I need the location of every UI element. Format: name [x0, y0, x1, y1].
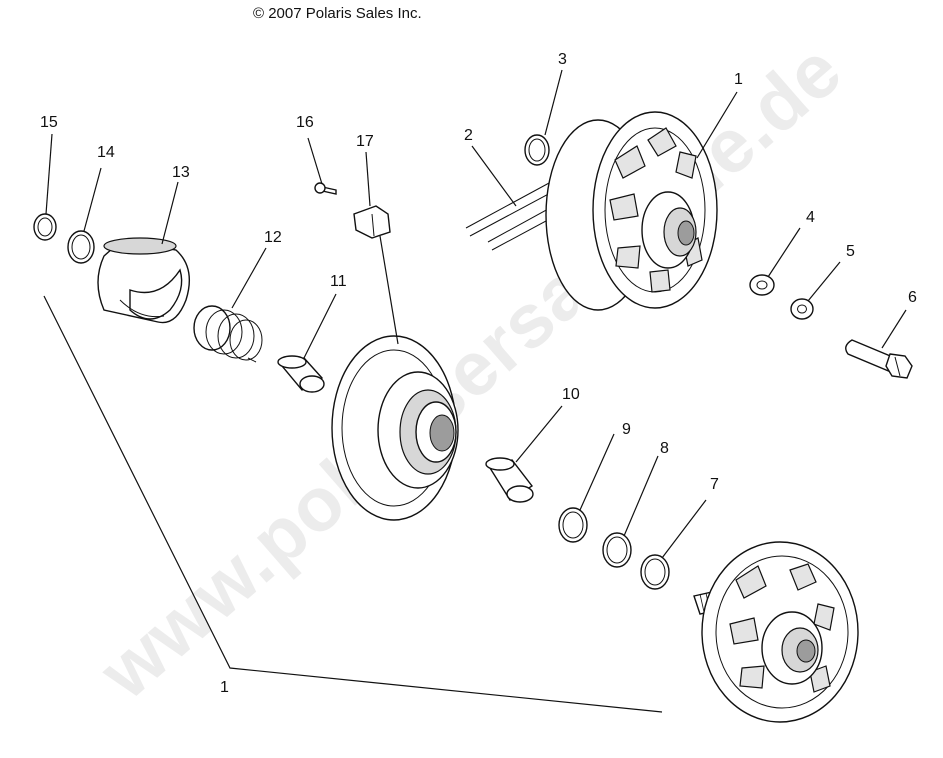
- part-5-washer: [790, 298, 814, 320]
- callout-4: 4: [806, 209, 815, 226]
- part-8-washer: [602, 532, 632, 568]
- part-14-washer: [67, 230, 95, 264]
- leader-lines: [43, 69, 907, 713]
- copyright-notice: © 2007 Polaris Sales Inc.: [253, 5, 422, 22]
- parts-diagram: © 2007 Polaris Sales Inc. www.polarisers…: [33, 5, 917, 723]
- callout-14: 14: [97, 144, 115, 161]
- callout-11: 11: [330, 273, 347, 290]
- callout-5: 5: [846, 243, 855, 260]
- moveable-sheave: [331, 335, 459, 521]
- callout-3: 3: [558, 51, 567, 68]
- part-6-bolt: [845, 339, 913, 379]
- callout-15: 15: [40, 114, 58, 131]
- part-16-screw: [314, 182, 337, 195]
- callout-13: 13: [172, 164, 190, 181]
- callout-labels: 1 2 3 4 5 6 7 8 9 10 11 12 13 14 15 16 1…: [40, 51, 917, 696]
- part-13-helix-cam: [97, 237, 190, 324]
- exploded-view-drawing: 1 2 3 4 5 6 7 8 9 10 11 12 13 14 15 16 1…: [33, 51, 917, 723]
- callout-12: 12: [264, 229, 282, 246]
- callout-7: 7: [710, 476, 719, 493]
- callout-17: 17: [356, 133, 374, 150]
- part-4-washer: [749, 274, 775, 296]
- part-15-snap-ring: [33, 213, 57, 241]
- callout-2: 2: [464, 127, 473, 144]
- part-12-spring: [193, 305, 263, 363]
- part-17-roller: [353, 205, 391, 239]
- part-11-bushing: [277, 355, 325, 393]
- callout-6: 6: [908, 289, 917, 306]
- part-7-washer: [640, 554, 670, 590]
- callout-9: 9: [622, 421, 631, 438]
- callout-1-bottom: 1: [220, 679, 229, 696]
- part-9-washer: [558, 507, 588, 543]
- part-1-driven-clutch-top: [545, 111, 718, 311]
- callout-10: 10: [562, 386, 580, 403]
- callout-16: 16: [296, 114, 314, 131]
- part-1-fixed-sheave-bottom: [693, 541, 859, 723]
- callout-8: 8: [660, 440, 669, 457]
- part-3-washer: [524, 134, 550, 166]
- callout-1-top: 1: [734, 71, 743, 88]
- part-10-bushing: [485, 457, 534, 503]
